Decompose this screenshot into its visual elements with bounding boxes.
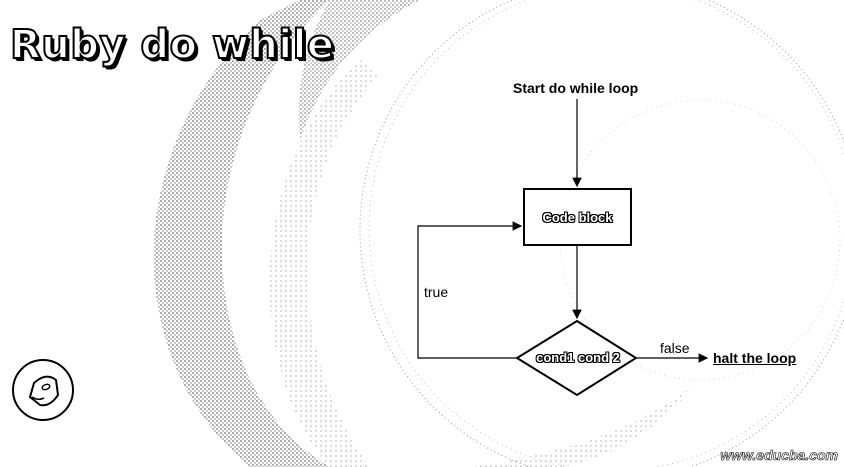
true-branch-label: true: [424, 284, 449, 300]
condition-diamond: [515, 319, 638, 397]
code-block-label: Code block: [542, 209, 613, 225]
watermark-url: www.educba.com: [720, 447, 838, 464]
code-block-node: Code block: [523, 188, 632, 246]
page-title: Ruby do while: [9, 21, 335, 69]
condition-label: cond1 cond 2: [536, 350, 620, 365]
false-branch-label: false: [660, 340, 690, 356]
educba-logo-icon: [12, 359, 74, 421]
halt-node-label: halt the loop: [713, 350, 797, 366]
start-node-label: Start do while loop: [513, 80, 639, 96]
true-loop-arrow: [417, 221, 523, 359]
